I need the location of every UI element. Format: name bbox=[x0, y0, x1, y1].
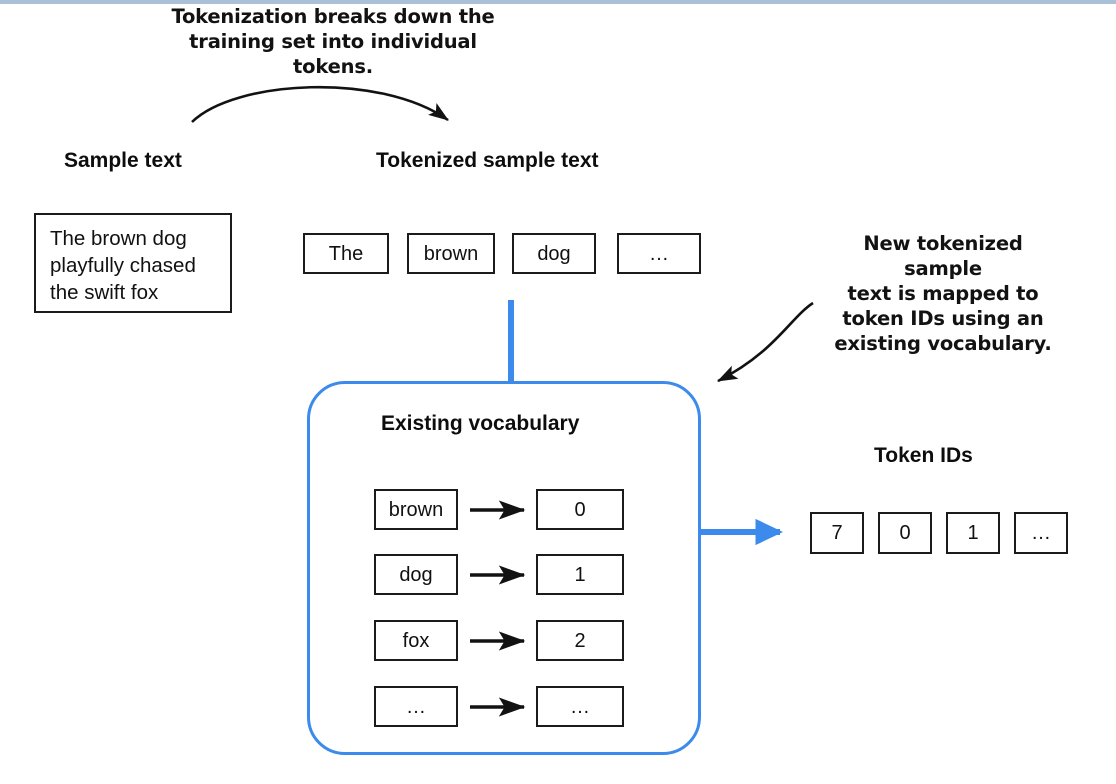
vocab-token-box-brown: brown bbox=[374, 489, 458, 530]
curved-arrow-mapping bbox=[717, 301, 814, 383]
token-box-dog: dog bbox=[512, 233, 596, 274]
heading-sample-text: Sample text bbox=[64, 149, 182, 172]
vocab-token-box-fox: fox bbox=[374, 620, 458, 661]
token-id-box-0: 0 bbox=[878, 512, 932, 554]
curved-arrow-tokenization bbox=[191, 85, 449, 123]
heading-tokenized-sample-text: Tokenized sample text bbox=[376, 149, 599, 172]
token-id-box-ellipsis: … bbox=[1014, 512, 1068, 554]
existing-vocabulary-card bbox=[307, 381, 701, 755]
token-box-brown: brown bbox=[407, 233, 495, 274]
vocab-token-box-ellipsis: … bbox=[374, 686, 458, 727]
token-box-ellipsis: … bbox=[617, 233, 701, 274]
token-id-box-1: 1 bbox=[946, 512, 1000, 554]
vocab-id-box-2: 2 bbox=[536, 620, 624, 661]
heading-token-ids: Token IDs bbox=[874, 444, 973, 467]
vocab-id-box-1: 1 bbox=[536, 554, 624, 595]
caption-tokenization: Tokenization breaks down the training se… bbox=[171, 5, 495, 78]
caption-token-id-mapping: New tokenized sample text is mapped to t… bbox=[834, 232, 1052, 355]
vocab-id-box-0: 0 bbox=[536, 489, 624, 530]
existing-vocabulary-title: Existing vocabulary bbox=[381, 412, 580, 435]
vocab-id-box-ellipsis: … bbox=[536, 686, 624, 727]
token-box-the: The bbox=[303, 233, 389, 274]
sample-text-box: The brown dog playfully chased the swift… bbox=[34, 213, 232, 313]
token-id-box-7: 7 bbox=[810, 512, 864, 554]
vocab-token-box-dog: dog bbox=[374, 554, 458, 595]
top-edge-strip bbox=[0, 0, 1116, 4]
